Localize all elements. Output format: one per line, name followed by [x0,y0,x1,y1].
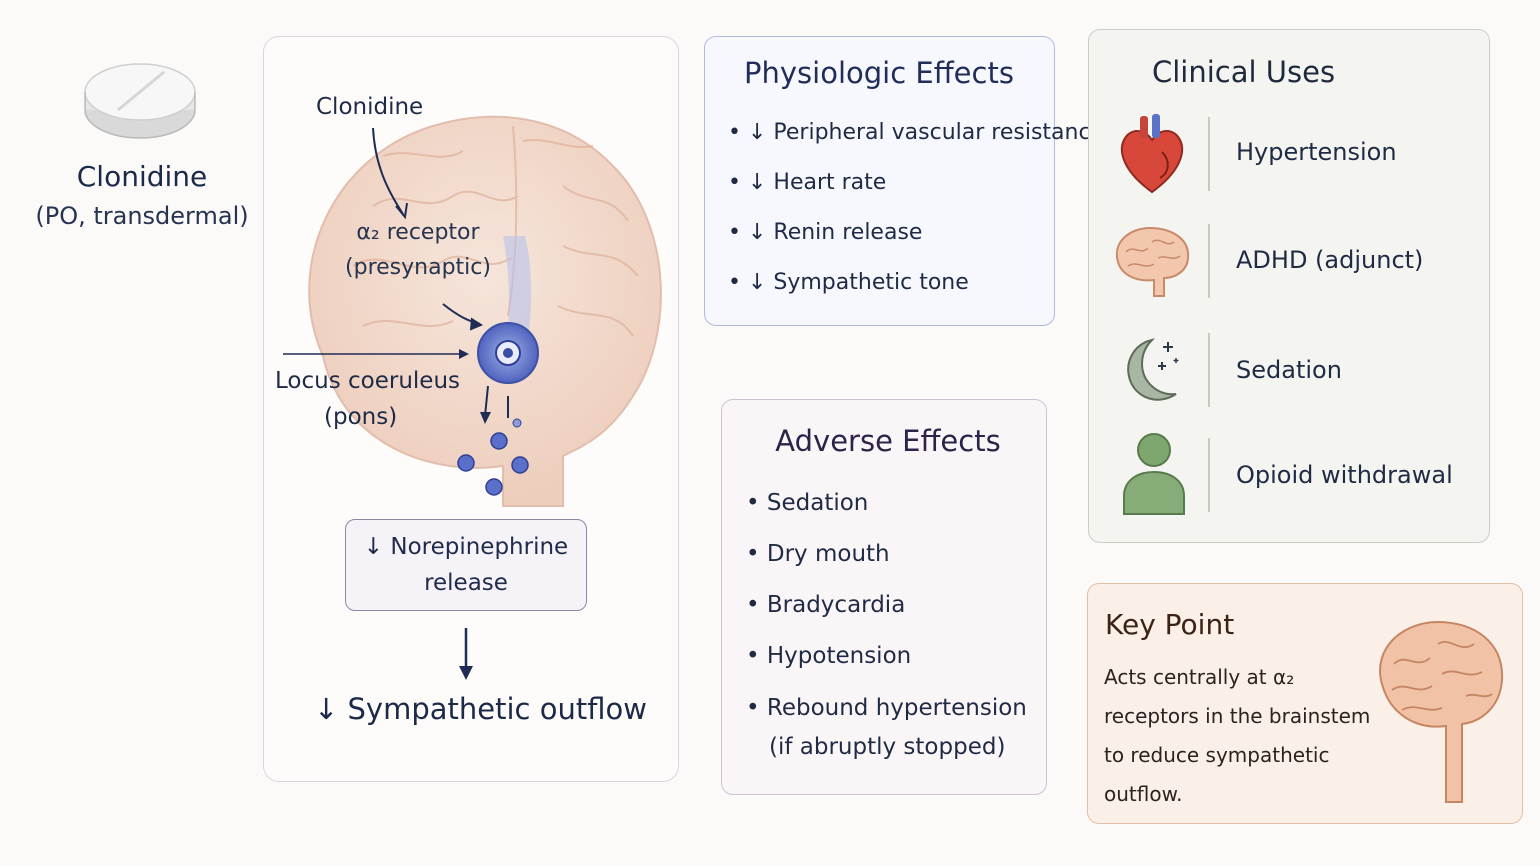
norepinephrine-line-2: release [424,570,508,596]
clinical-item-hypertension: Hypertension [1236,138,1397,166]
adverse-item: • Dry mouth [746,541,890,567]
physiologic-effects-title: Physiologic Effects [744,56,1014,90]
adverse-item-note: (if abruptly stopped) [769,734,1006,760]
clonidine-label: Clonidine [316,94,424,120]
pons-label: (pons) [324,404,398,430]
physiologic-effects-panel [704,36,1055,326]
physiologic-item: • ↓ Heart rate [728,170,887,195]
clinical-item-sedation: Sedation [1236,356,1342,384]
adverse-item: • Hypotension [746,643,912,669]
clinical-divider [1208,117,1210,191]
locus-coeruleus-label: Locus coeruleus [275,368,460,394]
key-point-text: Acts centrally at α₂ receptors in the br… [1104,665,1371,806]
heart-icon [1120,114,1184,194]
clinical-divider [1208,224,1210,298]
brain-icon [1115,226,1190,297]
sympathetic-outflow-label: ↓ Sympathetic outflow [314,692,647,726]
clinical-item-opioid-withdrawal: Opioid withdrawal [1236,461,1453,489]
brain-illustration [283,115,662,680]
physiologic-item: • ↓ Renin release [728,220,923,245]
drug-name: Clonidine [76,160,208,193]
adverse-item: • Sedation [746,490,869,516]
physiologic-item: • ↓ Peripheral vascular resistance [728,120,1105,145]
adverse-item: • Rebound hypertension [746,695,1027,721]
clinical-uses-title: Clinical Uses [1152,55,1336,89]
key-point-title: Key Point [1105,608,1235,641]
clinical-item-adhd: ADHD (adjunct) [1236,246,1424,274]
pill-icon [84,63,196,139]
person-icon [1123,433,1185,515]
drug-route: (PO, transdermal) [35,202,249,230]
moon-stars-icon [1127,338,1179,401]
norepinephrine-line-1: ↓ Norepinephrine [363,534,569,560]
clinical-divider [1208,333,1210,407]
receptor-sublabel: (presynaptic) [345,255,491,280]
adverse-effects-title: Adverse Effects [775,424,1001,458]
physiologic-item: • ↓ Sympathetic tone [728,270,969,295]
norepinephrine-box: ↓ Norepinephrine release [345,519,587,611]
adverse-effects-panel [721,399,1047,795]
adverse-item: • Bradycardia [746,592,906,618]
brain-brainstem-icon [1379,620,1504,803]
clinical-divider [1208,438,1210,512]
receptor-label: α₂ receptor [356,220,480,245]
